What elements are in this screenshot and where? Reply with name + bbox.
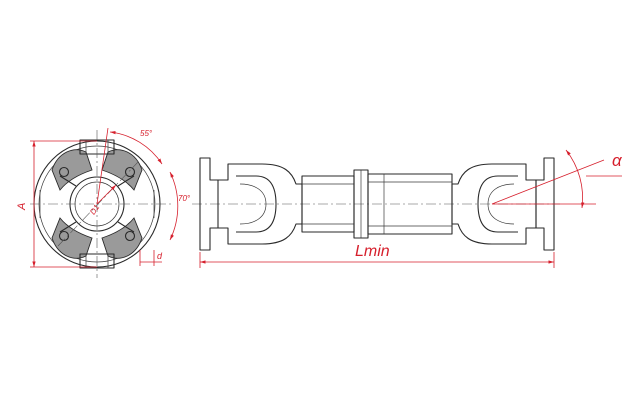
dim-d1-label: D1 bbox=[88, 203, 101, 217]
flange-ear-bottom-left bbox=[51, 217, 93, 259]
angle-70-label: 70° bbox=[178, 194, 191, 203]
dim-d-label: d bbox=[157, 251, 163, 261]
right-flange bbox=[535, 157, 555, 251]
side-view-dimensions: Lmin α bbox=[199, 149, 623, 268]
alpha-label: α bbox=[612, 151, 623, 170]
end-view bbox=[30, 130, 172, 278]
side-view bbox=[192, 157, 560, 251]
dim-a-label: A bbox=[16, 203, 28, 211]
angle-55-label: 55° bbox=[140, 129, 153, 138]
lmin-label: Lmin bbox=[355, 243, 390, 260]
flange-ear-bottom-right bbox=[101, 217, 143, 259]
flange-ear-top-left bbox=[51, 149, 93, 191]
end-view-dimensions: A D1 55° 70° d bbox=[16, 127, 191, 268]
